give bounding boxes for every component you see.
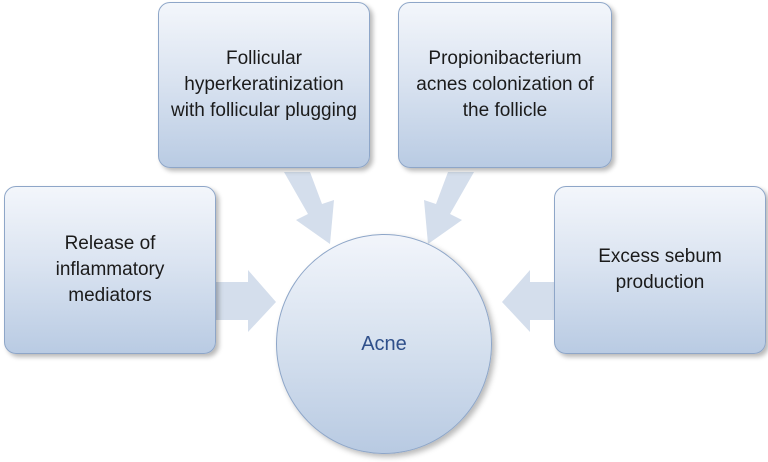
- arrow-release-to-acne: [212, 270, 276, 332]
- center-node-acne: Acne: [276, 234, 492, 454]
- center-label: Acne: [361, 332, 407, 355]
- cause-sebum-text: Excess sebum production: [598, 246, 722, 293]
- cause-box-sebum: Excess sebum production: [554, 186, 766, 354]
- cause-propionibacterium-text: Propionibacterium acnes colonization of …: [416, 48, 594, 121]
- cause-release-text: Release of inflammatory mediators: [55, 233, 165, 306]
- arrow-sebum-to-acne: [502, 270, 566, 332]
- cause-box-propionibacterium: Propionibacterium acnes colonization of …: [398, 2, 612, 168]
- cause-hyperkeratinization-text: Follicular hyperkeratinization with foll…: [171, 48, 357, 121]
- arrow-hyperkeratinization-to-acne: [284, 172, 334, 244]
- arrow-propionibacterium-to-acne: [424, 172, 474, 244]
- cause-box-hyperkeratinization: Follicular hyperkeratinization with foll…: [158, 2, 370, 168]
- cause-box-release: Release of inflammatory mediators: [4, 186, 216, 354]
